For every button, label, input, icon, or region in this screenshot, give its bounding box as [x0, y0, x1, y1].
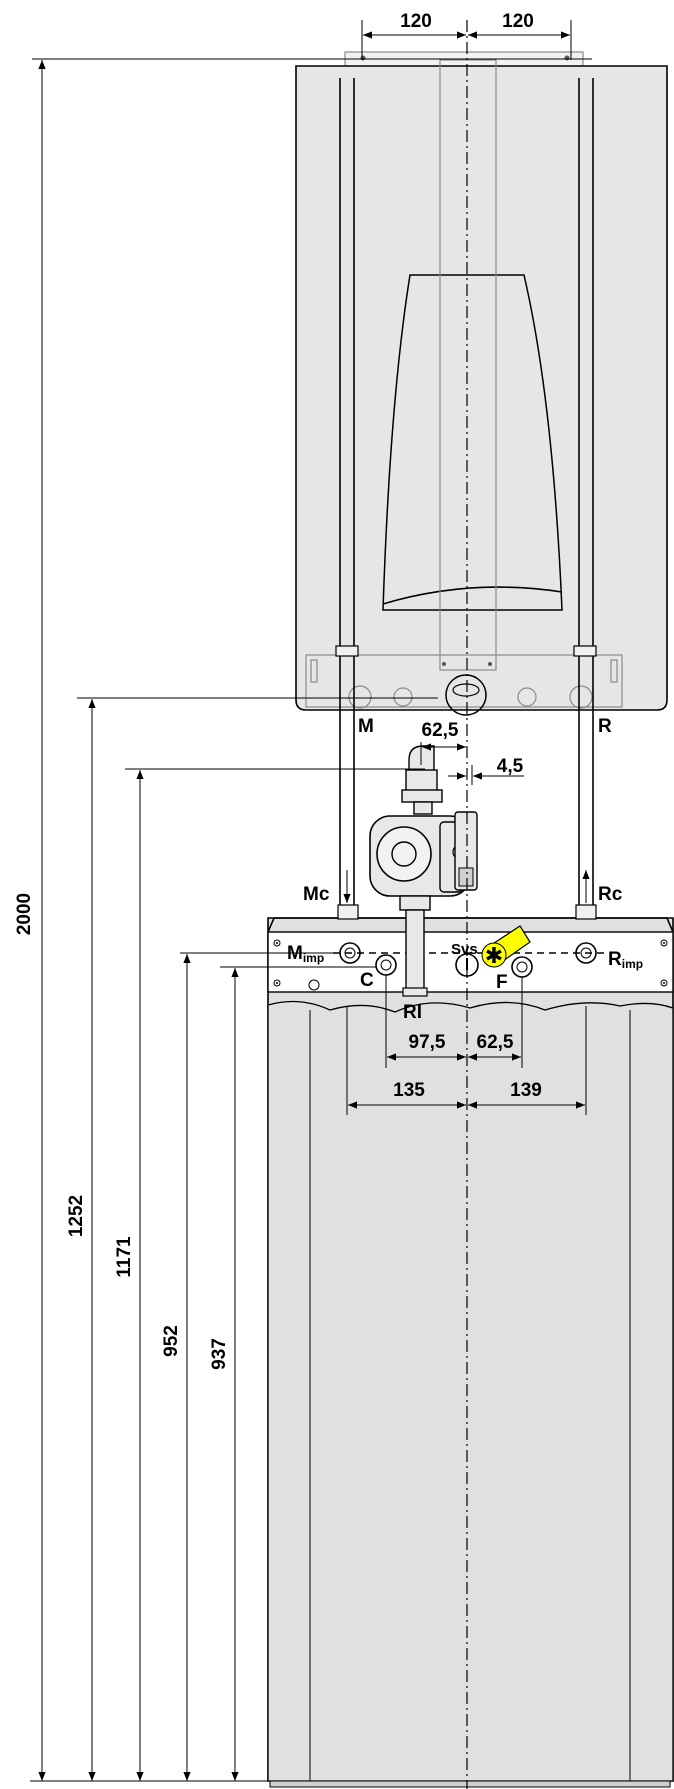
dim-4-5: 4,5	[497, 756, 524, 777]
dim-1252: 1252	[66, 1195, 87, 1237]
dim-135: 135	[393, 1080, 425, 1101]
label-r-imp: Rimp	[608, 949, 643, 971]
height-dimensions: 2000 1252 1171 952 937	[14, 58, 592, 1782]
dim-62-5-f: 62,5	[477, 1032, 514, 1053]
label-f: F	[496, 972, 508, 993]
circulation-pump	[369, 745, 478, 997]
label-m-imp: Mimp	[287, 943, 324, 965]
dim-139: 139	[510, 1080, 542, 1101]
tank-unit	[267, 917, 674, 1788]
dim-937: 937	[209, 1338, 230, 1370]
label-ri: RI	[403, 1002, 422, 1023]
dim-120-left: 120	[400, 11, 432, 32]
dim-952: 952	[161, 1325, 182, 1357]
star-warning-icon: ✱	[481, 925, 531, 969]
label-c: C	[360, 970, 374, 991]
boiler-front-panel	[382, 274, 563, 611]
label-mc: Mc	[303, 884, 330, 905]
dim-2000: 2000	[14, 893, 35, 935]
dim-120-right: 120	[502, 11, 534, 32]
boiler-unit	[295, 51, 668, 716]
connection-labels: M R Mc Rc Mimp Rimp C Svs F RI	[287, 716, 643, 1023]
pump-dimensions: 62,5 4,5	[420, 720, 524, 785]
label-m: M	[358, 716, 374, 737]
label-rc: Rc	[598, 884, 623, 905]
tank-connection-panel	[267, 931, 674, 993]
label-svs: Svs	[451, 941, 478, 958]
bottom-dimensions: 97,5 62,5 135 139	[346, 975, 587, 1115]
boiler-connection-plate	[305, 654, 623, 708]
label-r: R	[598, 716, 612, 737]
dim-1171: 1171	[114, 1236, 135, 1278]
dim-62-5-pump: 62,5	[422, 720, 459, 741]
pipes	[335, 78, 597, 920]
svg-text:✱: ✱	[485, 944, 503, 969]
top-dimensions: 120 120	[361, 11, 572, 60]
dim-97-5: 97,5	[409, 1032, 446, 1053]
